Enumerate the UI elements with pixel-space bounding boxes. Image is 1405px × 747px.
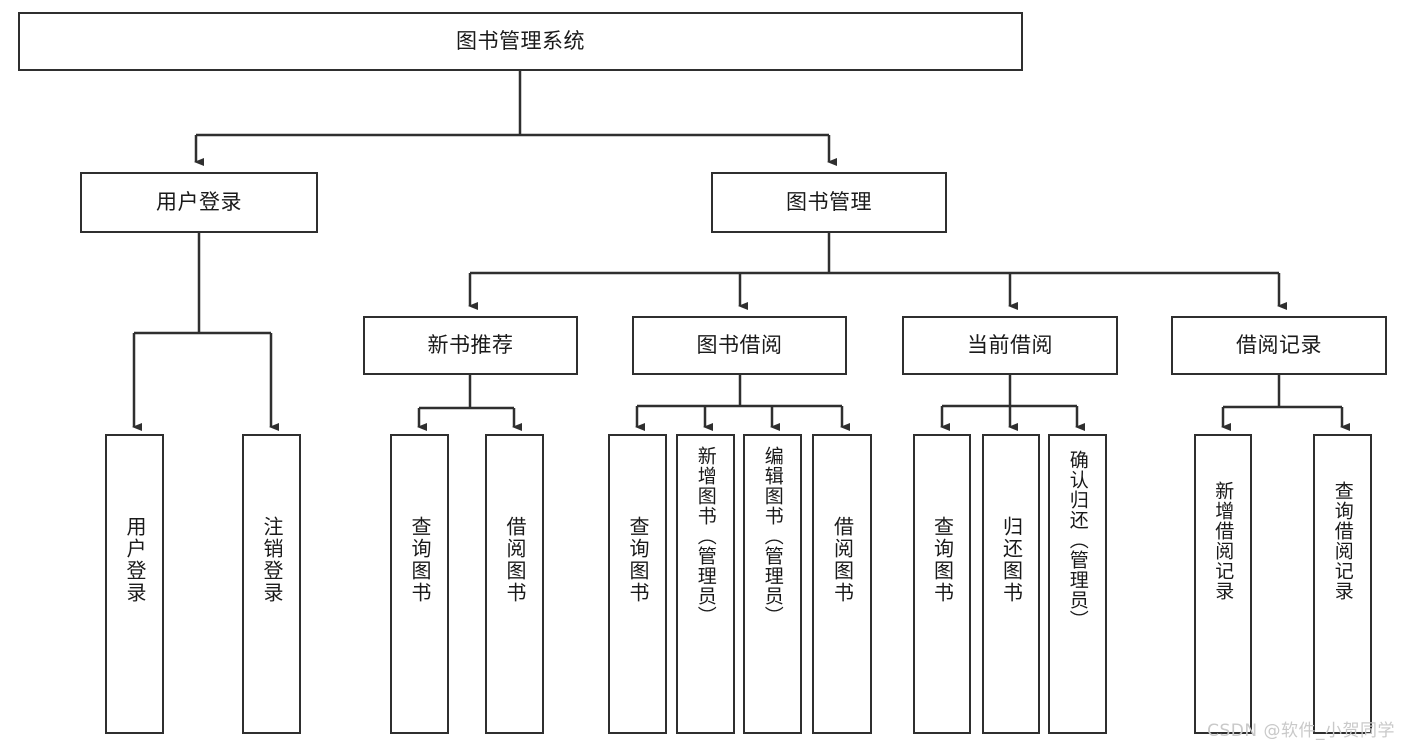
leaf-current-return-book[interactable]: 归还图书: [982, 434, 1040, 734]
csdn-watermark: CSDN @软件_小贺同学: [1207, 721, 1395, 741]
leaf-borrow-edit-book-admin-label: 编辑图书（管理员）: [761, 446, 784, 626]
leaf-records-add-record-label: 新增借阅记录: [1212, 481, 1235, 601]
leaf-new-book-borrow-label: 借阅图书: [503, 516, 527, 604]
leaf-current-return-book-label: 归还图书: [999, 516, 1024, 604]
leaf-borrow-query-book[interactable]: 查询图书: [608, 434, 667, 734]
node-root[interactable]: 图书管理系统: [18, 12, 1023, 71]
node-user-login-label: 用户登录: [156, 190, 242, 215]
leaf-borrow-borrow-book[interactable]: 借阅图书: [812, 434, 872, 734]
leaf-records-query-record-label: 查询借阅记录: [1331, 481, 1354, 601]
leaf-borrow-borrow-book-label: 借阅图书: [830, 516, 855, 604]
leaf-new-book-query[interactable]: 查询图书: [390, 434, 449, 734]
node-borrow-records-label: 借阅记录: [1236, 333, 1322, 358]
leaf-user-login-signout-label: 注销登录: [260, 516, 284, 604]
leaf-user-login-signin[interactable]: 用户登录: [105, 434, 164, 734]
node-user-login[interactable]: 用户登录: [80, 172, 318, 233]
node-book-borrow-label: 图书借阅: [696, 333, 783, 358]
node-book-management[interactable]: 图书管理: [711, 172, 947, 233]
leaf-records-add-record[interactable]: 新增借阅记录: [1194, 434, 1252, 734]
leaf-current-query-book-label: 查询图书: [930, 516, 955, 604]
leaf-borrow-edit-book-admin[interactable]: 编辑图书（管理员）: [743, 434, 802, 734]
node-current-borrow[interactable]: 当前借阅: [902, 316, 1118, 375]
leaf-user-login-signout[interactable]: 注销登录: [242, 434, 301, 734]
leaf-user-login-signin-label: 用户登录: [123, 516, 147, 604]
leaf-borrow-add-book-admin-label: 新增图书（管理员）: [694, 446, 717, 626]
leaf-current-query-book[interactable]: 查询图书: [913, 434, 971, 734]
node-book-management-label: 图书管理: [786, 190, 872, 215]
leaf-new-book-query-label: 查询图书: [408, 516, 432, 604]
leaf-current-confirm-return-admin-label: 确认归还（管理员）: [1066, 450, 1089, 630]
leaf-current-confirm-return-admin[interactable]: 确认归还（管理员）: [1048, 434, 1107, 734]
node-new-book-recommend[interactable]: 新书推荐: [363, 316, 578, 375]
leaf-borrow-add-book-admin[interactable]: 新增图书（管理员）: [676, 434, 735, 734]
node-current-borrow-label: 当前借阅: [967, 333, 1053, 358]
node-new-book-recommend-label: 新书推荐: [427, 333, 514, 358]
leaf-borrow-query-book-label: 查询图书: [626, 516, 650, 604]
node-borrow-records[interactable]: 借阅记录: [1171, 316, 1387, 375]
node-root-label: 图书管理系统: [456, 29, 585, 54]
node-book-borrow[interactable]: 图书借阅: [632, 316, 847, 375]
leaf-new-book-borrow[interactable]: 借阅图书: [485, 434, 544, 734]
leaf-records-query-record[interactable]: 查询借阅记录: [1313, 434, 1372, 734]
